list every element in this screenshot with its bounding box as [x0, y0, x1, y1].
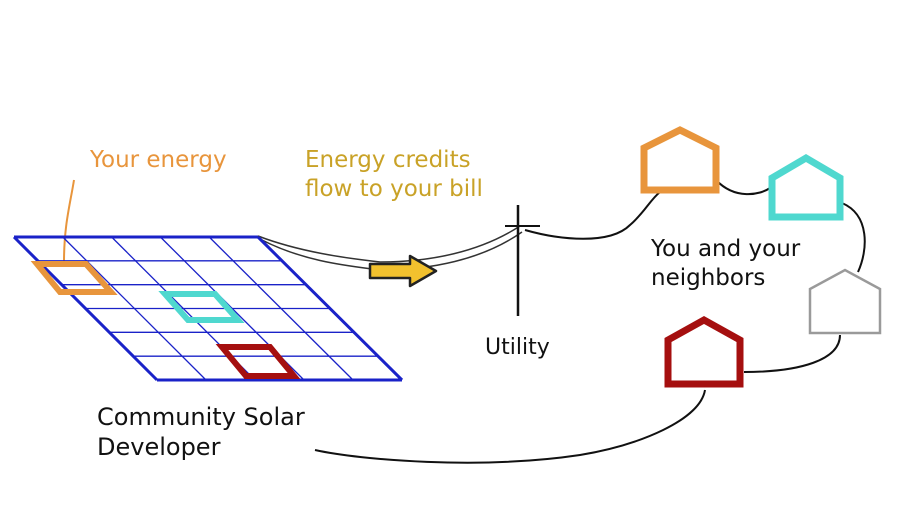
developer-label: Community Solar Developer: [97, 402, 305, 462]
grid-column-line: [12, 235, 159, 382]
wire-utility-to-orange-house: [524, 191, 661, 240]
neighbors-line2: neighbors: [651, 264, 766, 291]
energy-credits-line2: flow to your bill: [305, 175, 483, 202]
house-orange-icon: [640, 126, 720, 194]
your-energy-label: Your energy: [90, 147, 227, 173]
grid-column-line: [62, 236, 207, 381]
neighbor-panel-teal: [158, 291, 245, 323]
credits-arrow-icon: [368, 254, 438, 288]
your-energy-panel: [30, 261, 118, 295]
wire-gray-to-red-house: [743, 334, 841, 373]
transmission-wire: [257, 225, 521, 263]
your-energy-pointer: [63, 179, 75, 263]
neighbor-panel-red: [215, 344, 301, 379]
wire-orange-to-teal-house: [715, 179, 771, 196]
energy-credits-label: Energy credits flow to your bill: [305, 146, 483, 204]
house-gray-icon: [808, 268, 882, 335]
solar-array-grid: [12, 235, 404, 382]
neighbors-label: You and your neighbors: [651, 235, 800, 293]
utility-pole-icon: [505, 205, 540, 316]
developer-line1: Community Solar: [97, 403, 305, 431]
wire-neighbors-to-developer: [314, 389, 706, 464]
energy-credits-line1: Energy credits: [305, 147, 471, 173]
wire-teal-to-gray-house: [841, 202, 866, 273]
grid-column-line: [208, 236, 354, 381]
neighbors-line1: You and your: [651, 236, 801, 262]
utility-label: Utility: [485, 335, 550, 360]
house-red-icon: [664, 315, 744, 388]
grid-column-line: [256, 235, 404, 382]
house-teal-icon: [768, 153, 844, 221]
developer-line2: Developer: [97, 433, 221, 461]
